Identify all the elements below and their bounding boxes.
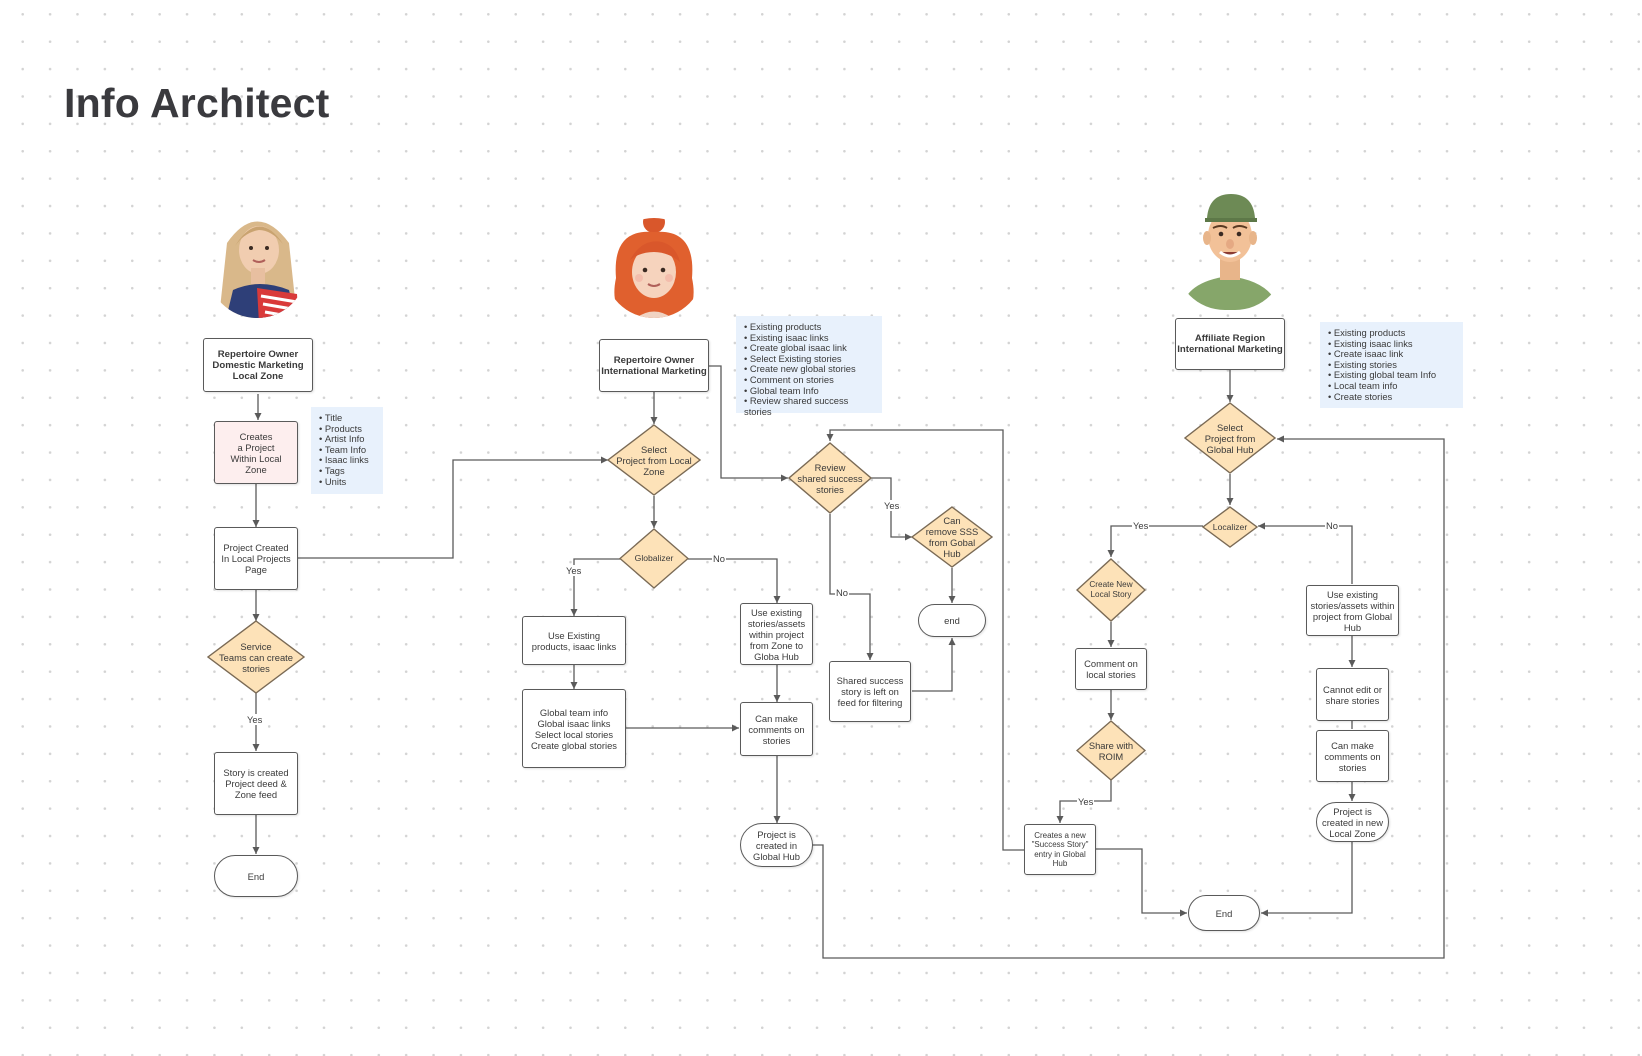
- edge-success-end: [1096, 848, 1187, 917]
- role-affiliate-region[interactable]: Affiliate Region International Marketing: [1175, 318, 1285, 370]
- note-item: Title: [319, 412, 375, 424]
- select-project-local-zone-decision[interactable]: Select Project from Local Zone: [607, 424, 701, 496]
- edge-shared-end: [912, 638, 956, 692]
- local-end[interactable]: End: [214, 855, 298, 897]
- can-remove-sss-decision[interactable]: Can remove SSS from Gobal Hub: [911, 506, 993, 568]
- note-item: Team Info: [319, 444, 375, 456]
- woman-redhead-avatar: [614, 218, 694, 318]
- no-label: No: [835, 587, 849, 598]
- affiliate-capabilities-note: Existing products Existing isaac links C…: [1320, 322, 1463, 408]
- edge-success-review: [826, 429, 1024, 851]
- localizer-decision[interactable]: Localizer: [1202, 506, 1258, 548]
- edge-localizer-yes: [1107, 525, 1203, 557]
- can-make-comments-global[interactable]: Can make comments on stories: [740, 702, 813, 756]
- review-text: Review shared success stories: [797, 461, 863, 495]
- note-item: Local team info: [1328, 380, 1455, 392]
- woman-blonde-avatar: [219, 221, 300, 318]
- share-text: Share with ROIM: [1088, 739, 1134, 762]
- affiliate-end[interactable]: End: [1188, 895, 1260, 931]
- use-existing-stories-zone[interactable]: Use existing stories/assets within proje…: [740, 603, 813, 665]
- role-domestic-marketing[interactable]: Repertoire Owner Domestic Marketing Loca…: [203, 338, 313, 392]
- note-item: Create isaac link: [1328, 349, 1455, 360]
- yes-label: Yes: [565, 565, 583, 576]
- global-capabilities-note: Existing products Existing isaac links C…: [736, 316, 882, 417]
- service-teams-decision[interactable]: Service Teams can create stories: [207, 620, 305, 694]
- note-item: Create global isaac link: [744, 343, 874, 354]
- note-item: Existing products: [744, 321, 874, 333]
- cannot-edit-share[interactable]: Cannot edit or share stories: [1316, 668, 1389, 721]
- project-created-global-hub[interactable]: Project is created in Global Hub: [740, 823, 813, 867]
- note-item: Existing isaac links: [1328, 338, 1455, 350]
- share-with-roim-decision[interactable]: Share with ROIM: [1076, 720, 1146, 781]
- yes-label: Yes: [246, 714, 264, 725]
- create-project-local-zone[interactable]: Creates a Project Within Local Zone: [214, 421, 298, 484]
- note-item: Existing products: [1328, 327, 1455, 339]
- edge-review-no: [829, 514, 874, 660]
- review-end[interactable]: end: [918, 604, 986, 637]
- edge-created-affselect: [812, 435, 1445, 959]
- global-team-info[interactable]: Global team info Global isaac links Sele…: [522, 689, 626, 768]
- edge-localizer-no: [1258, 522, 1353, 584]
- note-item: Products: [319, 423, 375, 435]
- globalizer-decision[interactable]: Globalizer: [619, 528, 689, 589]
- no-label: No: [712, 553, 726, 564]
- edge-role2-review: [709, 365, 788, 482]
- localizer-text: Localizer: [1212, 521, 1248, 532]
- comment-on-local-stories[interactable]: Comment on local stories: [1075, 648, 1147, 690]
- note-item: Artist Info: [319, 434, 375, 445]
- man-cap-avatar: [1181, 194, 1279, 310]
- select-project-text: Select Project from Local Zone: [616, 443, 692, 477]
- edge-globalizer-no: [688, 558, 781, 603]
- note-item: Isaac links: [319, 455, 375, 466]
- note-item: Units: [319, 476, 375, 488]
- review-shared-success-decision[interactable]: Review shared success stories: [788, 442, 872, 514]
- note-item: Tags: [319, 465, 375, 477]
- local-project-fields-note: Title Products Artist Info Team Info Isa…: [311, 407, 383, 494]
- shared-story-left-on-feed[interactable]: Shared success story is left on feed for…: [829, 661, 911, 722]
- create-new-local-story-decision[interactable]: Create New Local Story: [1076, 558, 1146, 622]
- select-global-text: Select Project from Global Hub: [1204, 421, 1256, 455]
- can-remove-text: Can remove SSS from Gobal Hub: [925, 515, 979, 559]
- use-existing-products[interactable]: Use Existing products, isaac links: [522, 616, 626, 665]
- note-item: Existing stories: [1328, 359, 1455, 371]
- yes-label: Yes: [883, 500, 901, 511]
- role-international-marketing[interactable]: Repertoire Owner International Marketing: [599, 339, 709, 392]
- page-title: Info Architect: [64, 80, 330, 126]
- note-item: Create new global stories: [744, 364, 874, 375]
- create-success-story-entry[interactable]: Creates a new "Success Story" entry in G…: [1024, 824, 1096, 875]
- edge-created-select2: [297, 456, 608, 559]
- yes-label: Yes: [1132, 520, 1150, 531]
- note-item: Existing global team Info: [1328, 370, 1455, 381]
- yes-label: Yes: [1077, 796, 1095, 807]
- use-existing-stories-global[interactable]: Use existing stories/assets within proje…: [1306, 585, 1399, 636]
- story-created-feed[interactable]: Story is created Project deed & Zone fee…: [214, 752, 298, 815]
- create-local-text: Create New Local Story: [1089, 580, 1133, 599]
- project-created-local-zone[interactable]: Project is created in new Local Zone: [1316, 802, 1389, 842]
- select-project-global-hub-decision[interactable]: Select Project from Global Hub: [1184, 402, 1276, 474]
- no-label: No: [1325, 520, 1339, 531]
- note-item: Create stories: [1328, 391, 1455, 403]
- note-item: Existing isaac links: [744, 332, 874, 344]
- service-teams-text: Service Teams can create stories: [219, 640, 293, 674]
- edge-globalizer-yes: [570, 558, 621, 616]
- note-item: Comment on stories: [744, 374, 874, 386]
- note-item: Select Existing stories: [744, 353, 874, 365]
- globalizer-text: Globalizer: [634, 553, 674, 563]
- project-created-local[interactable]: Project Created In Local Projects Page: [214, 527, 298, 590]
- can-make-comments-local[interactable]: Can make comments on stories: [1316, 730, 1389, 782]
- note-item: Global team Info: [744, 385, 874, 397]
- note-item: Review shared success stories: [744, 395, 874, 417]
- edge-created3-end: [1261, 842, 1353, 917]
